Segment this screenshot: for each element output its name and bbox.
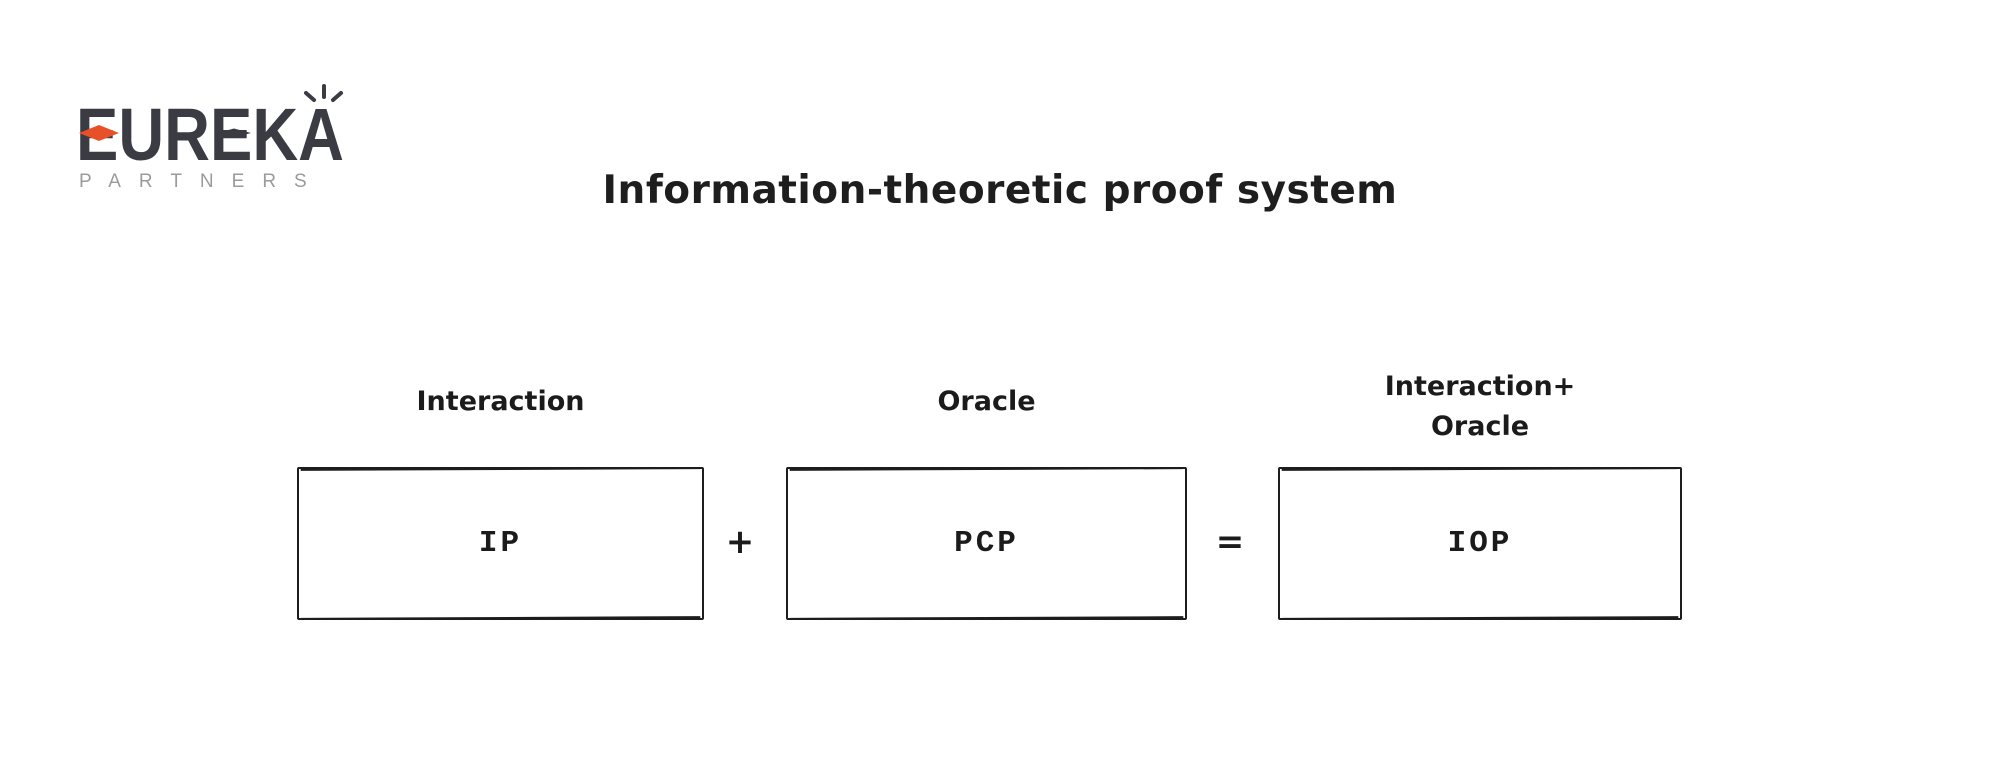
- eureka-logo-mark: EUREKA: [76, 84, 344, 166]
- plus-operator: +: [725, 522, 755, 562]
- diagram-box-pcp: Oracle PCP: [786, 386, 1187, 620]
- box-label-line: Oracle: [937, 386, 1036, 417]
- box-acronym-ip: IP: [478, 526, 523, 561]
- equals-operator: =: [1215, 522, 1245, 562]
- logo-diamond-dark-icon: [217, 128, 251, 138]
- box-label-interaction: Interaction: [297, 382, 704, 422]
- box-pcp: PCP: [786, 467, 1187, 620]
- box-acronym-pcp: PCP: [954, 526, 1019, 561]
- page-title: Information-theoretic proof system: [602, 168, 1398, 213]
- box-label-line: Interaction: [416, 386, 585, 417]
- eureka-logo: EUREKA PARTNERS: [76, 84, 348, 193]
- box-label-oracle: Oracle: [786, 382, 1187, 422]
- logo-wordmark-text: EUREKA: [76, 93, 344, 166]
- diagram-box-ip: Interaction IP: [297, 386, 704, 620]
- sparkle-icon: [304, 84, 343, 102]
- box-acronym-iop: IOP: [1447, 526, 1513, 561]
- logo-diamond-orange-icon: [79, 125, 119, 141]
- box-iop: IOP: [1278, 467, 1682, 620]
- box-label-interaction-oracle: Interaction+ Oracle: [1278, 367, 1682, 447]
- diagram-box-iop: Interaction+ Oracle IOP: [1278, 371, 1682, 620]
- box-ip: IP: [297, 467, 704, 620]
- logo-subtext: PARTNERS: [79, 171, 325, 192]
- box-label-line: Interaction+: [1384, 371, 1576, 402]
- box-label-line: Oracle: [1430, 411, 1530, 442]
